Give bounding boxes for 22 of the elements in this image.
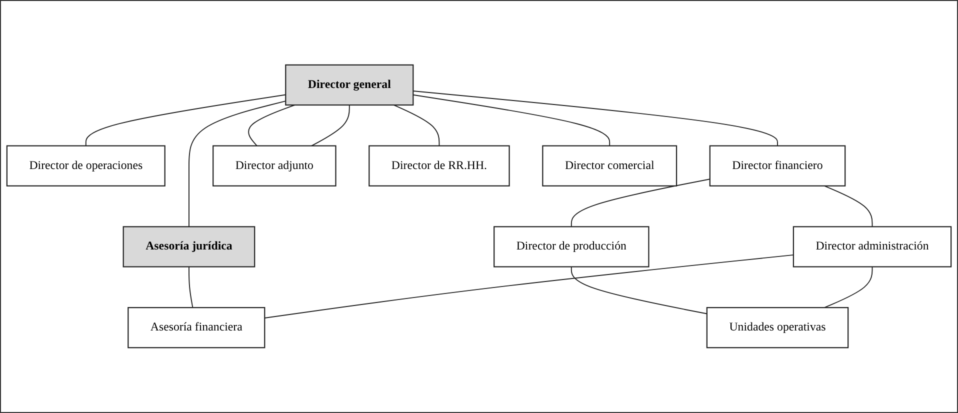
node-box: Director administración xyxy=(792,226,952,268)
connector xyxy=(393,104,440,146)
connector xyxy=(412,90,778,146)
node-box: Director de operaciones xyxy=(6,145,166,187)
connector xyxy=(264,254,794,319)
node-box: Asesoría financiera xyxy=(128,307,266,348)
node-box: Director financiero xyxy=(709,145,846,187)
connector xyxy=(570,178,710,228)
node-box: Director general xyxy=(285,64,414,106)
node-box: Director comercial xyxy=(542,145,678,187)
node-box: Unidades operativas xyxy=(706,307,849,348)
connector xyxy=(412,94,610,146)
node-box: Director de producción xyxy=(494,226,650,268)
connector xyxy=(824,266,873,308)
node-box: Asesoría jurídica xyxy=(122,226,256,268)
connector xyxy=(188,266,194,308)
connector xyxy=(188,100,286,228)
node-box: Director adjunto xyxy=(212,145,336,187)
connector xyxy=(570,266,708,314)
connector xyxy=(85,94,286,146)
node-box: Director de RR.HH. xyxy=(368,145,510,187)
connector xyxy=(311,104,350,146)
